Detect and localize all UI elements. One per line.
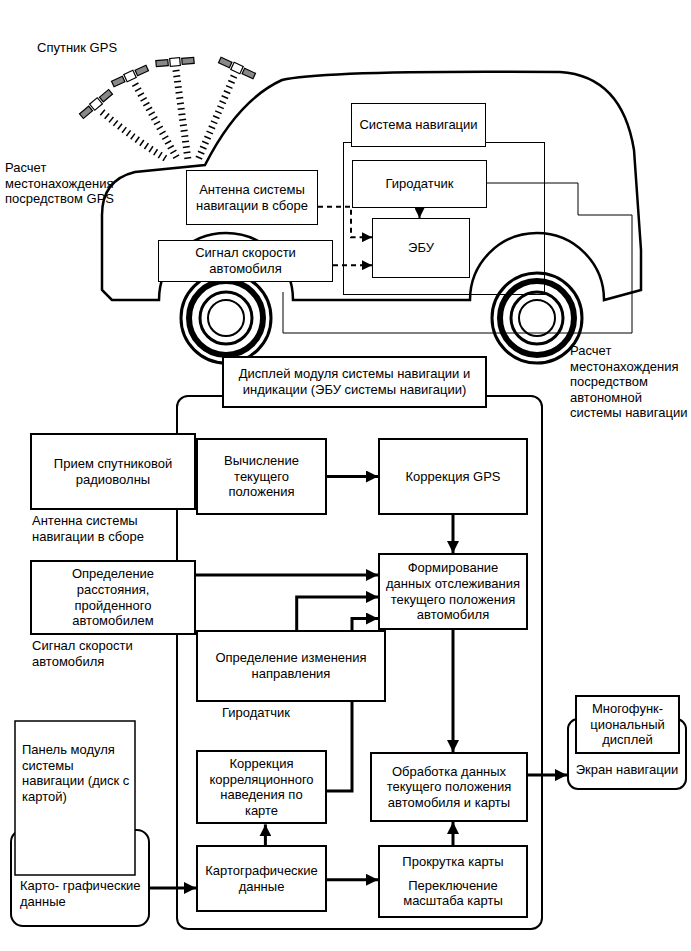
node-box: Определение изменения направленияГиродат… xyxy=(196,630,386,702)
car-body xyxy=(102,72,641,300)
tire xyxy=(492,273,582,363)
node-box: Панель модуля системы навигации (диск с … xyxy=(10,720,150,930)
annotation-label: Расчет местонахождения посредством автон… xyxy=(570,343,688,421)
sat-panel xyxy=(242,68,255,79)
node-box: Формирование данных отслеживания текущег… xyxy=(378,553,528,630)
connector-arrow xyxy=(419,208,421,218)
connector-arrow xyxy=(264,824,267,845)
heading-text: Дисплей модуля системы навигации и индик… xyxy=(230,366,479,397)
satellite xyxy=(111,64,149,87)
connector-arrow xyxy=(452,515,455,553)
connector-arrow xyxy=(196,574,378,577)
connector-arrow xyxy=(318,207,372,237)
connector-arrow xyxy=(327,475,378,478)
rim xyxy=(200,292,252,344)
satellite xyxy=(156,56,195,67)
heading-box: Дисплей модуля системы навигации и индик… xyxy=(222,356,487,408)
node-text: Обработка данных текущего положения авто… xyxy=(378,764,520,811)
node-text: Определение изменения направления xyxy=(204,650,378,681)
node-text: Формирование данных отслеживания текущег… xyxy=(386,560,520,622)
rim xyxy=(511,292,563,344)
node-text: Переключение масштаба карты xyxy=(386,878,520,909)
connector-arrow xyxy=(297,597,378,630)
tire xyxy=(181,273,271,363)
node-text: Панель модуля системы навигации (диск с … xyxy=(22,742,130,804)
caption-text: Сигнал скорости автомобиля xyxy=(32,638,192,669)
sat-body xyxy=(90,98,103,111)
wave xyxy=(198,76,234,160)
node-text: Вычисление текущего положения xyxy=(204,453,319,500)
wheels xyxy=(181,273,582,363)
node-box: Прием спутниковой радиоволныАнтенна сист… xyxy=(30,433,196,510)
node-box: Картографические данные xyxy=(196,845,327,912)
sat-panel xyxy=(135,65,148,76)
node-text: Гиродатчик xyxy=(386,176,454,192)
node-text: Прием спутниковой радиоволны xyxy=(38,456,188,487)
sat-body xyxy=(231,62,243,73)
node-text: Прокрутка карты xyxy=(402,854,503,870)
tire xyxy=(500,281,574,355)
node-text: Коррекция корреляционного наведения по к… xyxy=(204,756,319,818)
node-box: ЭБУ xyxy=(372,218,470,278)
satellite xyxy=(218,56,256,79)
node-box: Дисплей модуля системы навигации и индик… xyxy=(176,395,543,930)
node-text: Картографические данные xyxy=(204,863,319,894)
satellites xyxy=(79,56,256,119)
node-text: Антенна системы навигации в сборе xyxy=(193,182,311,213)
node-box: Вычисление текущего положения xyxy=(196,438,327,515)
node-box: Экран навигацииМногофунк- циональный дис… xyxy=(567,718,687,790)
annotation-label: Расчет местонахождения посредством GPS xyxy=(5,160,130,207)
node-box: Гиродатчик xyxy=(352,160,487,208)
node-box: Антенна системы навигации в сборе xyxy=(186,170,318,225)
sat-panel xyxy=(80,106,93,118)
caption-text: Антенна системы навигации в сборе xyxy=(32,513,192,544)
hub xyxy=(519,300,555,336)
node-text: Сигнал скорости автомобиля xyxy=(165,245,326,276)
wave xyxy=(135,84,178,160)
tire xyxy=(189,281,263,355)
node-box: Сигнал скорости автомобиля xyxy=(158,240,333,282)
node-text: Определение расстояния, пройденного авто… xyxy=(38,566,188,628)
sat-body xyxy=(124,70,136,81)
satellite xyxy=(79,89,113,120)
node-box: Система навигацииГиродатчикЭБУ xyxy=(343,142,545,295)
hub xyxy=(208,300,244,336)
sat-body xyxy=(170,58,181,67)
node-text: Карто- графические данные xyxy=(20,878,146,909)
sat-panel xyxy=(156,60,168,67)
connector-arrow xyxy=(327,878,378,881)
wave xyxy=(102,112,168,160)
node-text: Многофунк- циональный дисплей xyxy=(583,701,672,748)
heading-box: Система навигации xyxy=(351,103,486,147)
connector-arrow xyxy=(333,264,372,266)
panel-rect xyxy=(15,721,135,875)
connector-arrow xyxy=(452,630,455,752)
wave xyxy=(176,70,188,160)
sat-panel xyxy=(99,89,112,101)
node-box: Определение расстояния, пройденного авто… xyxy=(30,560,196,635)
node-box: Коррекция GPS xyxy=(378,438,528,515)
sat-panel xyxy=(219,57,232,68)
gps-waves xyxy=(102,70,234,160)
node-text: Коррекция GPS xyxy=(406,469,501,485)
connector-arrow xyxy=(452,822,455,845)
caption-text: Гиродатчик xyxy=(222,705,382,721)
node-box: Коррекция корреляционного наведения по к… xyxy=(196,750,327,824)
heading-text: Система навигации xyxy=(359,117,477,133)
node-box: Прокрутка картыПереключение масштаба кар… xyxy=(378,845,528,918)
node-text: Экран навигации xyxy=(567,762,687,778)
node-text: ЭБУ xyxy=(408,240,434,256)
sat-panel xyxy=(182,57,194,64)
annotation-label: Спутник GPS xyxy=(37,40,177,56)
sat-panel xyxy=(112,76,125,87)
node-box: Обработка данных текущего положения авто… xyxy=(370,752,528,822)
connector-arrow xyxy=(150,887,196,890)
node-box: Многофунк- циональный дисплей xyxy=(575,695,680,754)
connector-arrow xyxy=(528,774,567,777)
